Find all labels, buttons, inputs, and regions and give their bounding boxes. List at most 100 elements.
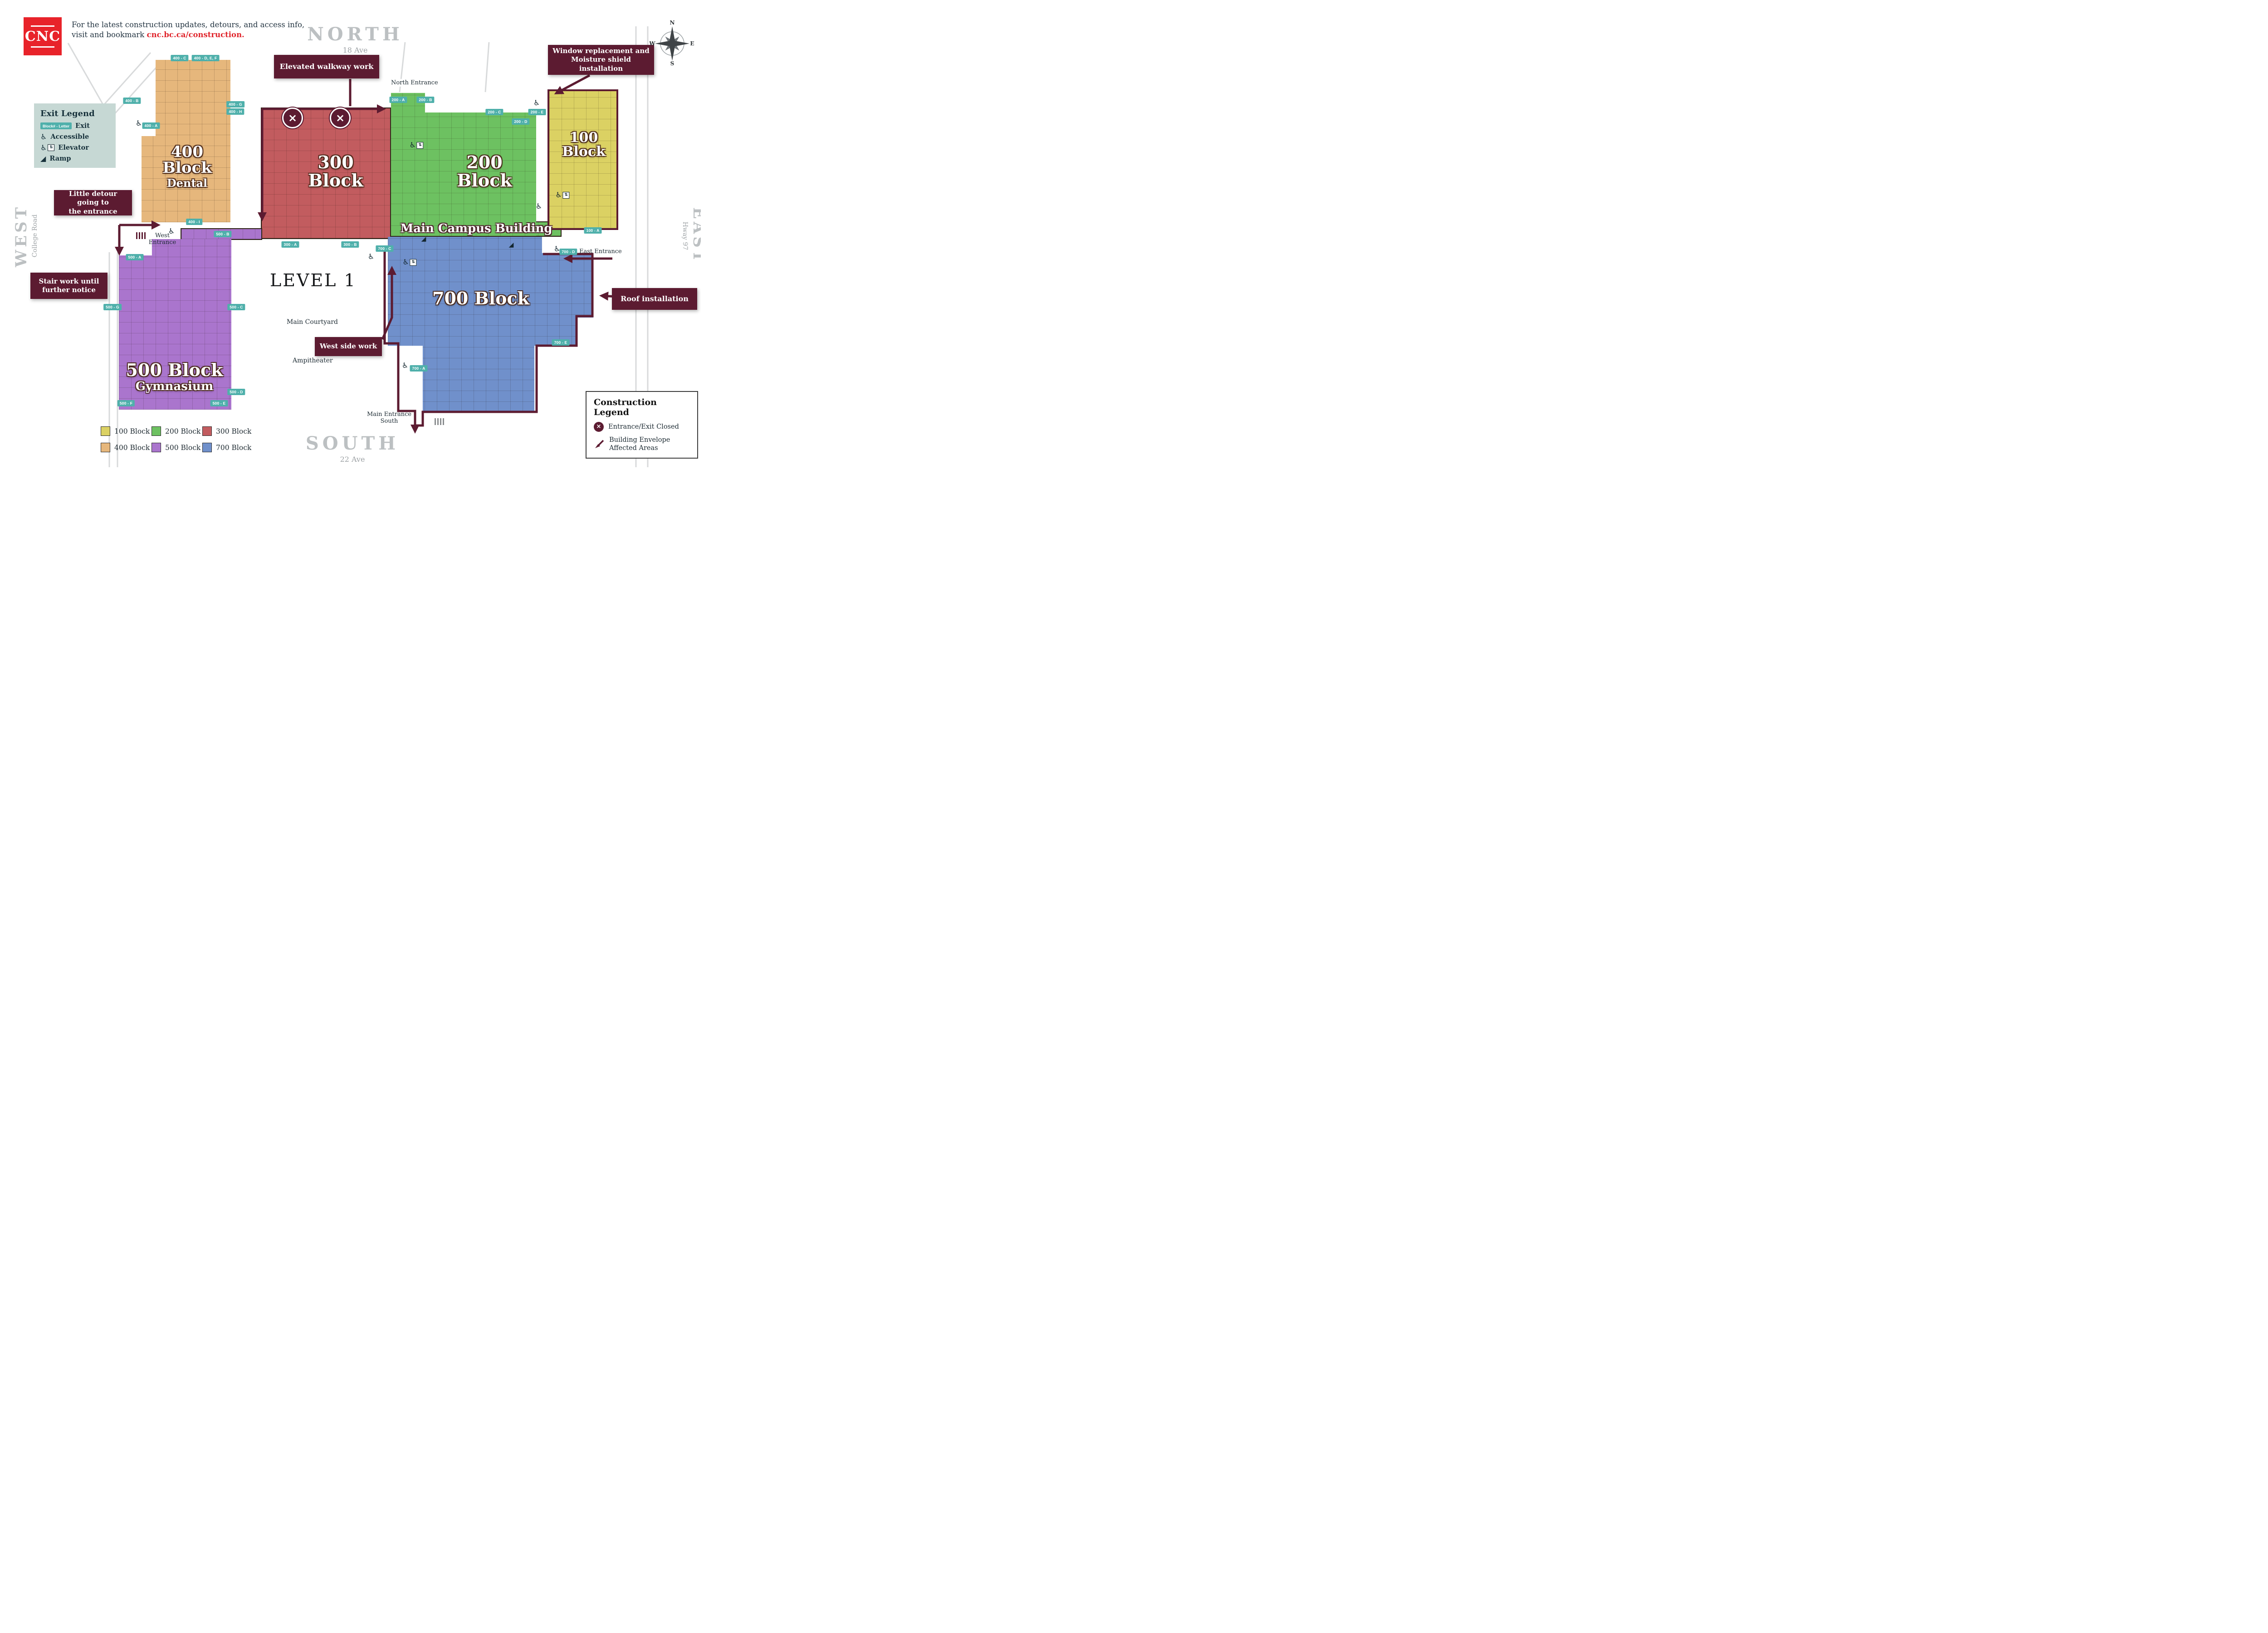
ramp-icon: ◢ — [508, 241, 514, 249]
building-400-block — [142, 59, 230, 222]
svg-text:N: N — [670, 20, 675, 26]
notice-line2: visit and bookmark — [72, 30, 145, 39]
exit-badge-700-c: 700 - C — [376, 245, 394, 252]
ramp-icon: ◢ — [421, 235, 426, 243]
exit-badge-700-a: 700 - A — [410, 365, 428, 372]
exit-badge-200-d: 200 - D — [512, 118, 530, 125]
svg-text:W: W — [650, 40, 655, 47]
logo-text: CNC — [24, 28, 61, 44]
elevator-icon: ♿⇅ — [555, 191, 570, 199]
building-300-block — [261, 108, 391, 239]
legend-item-200: 200 Block — [152, 426, 202, 436]
building-500-block — [119, 239, 231, 410]
main-courtyard-label: Main Courtyard — [287, 318, 338, 326]
exit-badge-500-a: 500 - A — [126, 254, 144, 260]
accessible-icon: ♿ — [553, 244, 561, 253]
direction-north: NORTH 18 Ave — [307, 24, 403, 54]
exit-legend-row-ramp: ◢ Ramp — [40, 154, 71, 163]
exit-badge-400-i: 400 - I — [186, 219, 202, 225]
svg-text:S: S — [670, 60, 675, 65]
exit-badge-sample: Block# - Letter — [40, 122, 72, 129]
swatch-300 — [202, 426, 212, 436]
legend-item-500: 500 Block — [152, 443, 202, 452]
exit-badge-200-e: 200 - E — [528, 109, 546, 115]
exit-badge-700-e: 700 - E — [552, 339, 570, 346]
construction-notice: For the latest construction updates, det… — [72, 20, 304, 40]
block-legend-row-2: 400 Block 500 Block 700 Block — [101, 443, 253, 452]
swatch-200 — [152, 426, 161, 436]
stairs-icon — [136, 232, 147, 239]
elevator-icon: ♿⇅ — [409, 142, 424, 149]
accessible-icon: ♿ — [367, 252, 375, 261]
label-200-block: 200 Block — [457, 152, 512, 191]
exit-badge-400-def: 400 - D, E, F — [191, 55, 220, 61]
swatch-500 — [152, 443, 161, 452]
accessible-icon: ♿ — [168, 227, 175, 235]
entrance-closed-icon: × — [594, 422, 604, 432]
construction-legend-row-envelope: Building Envelope Affected Areas — [594, 436, 690, 452]
legend-item-100: 100 Block — [101, 426, 152, 436]
elevator-icon: ♿⇅ — [40, 144, 55, 152]
label-300-block: 300 Block — [308, 152, 363, 191]
elevator-icon: ♿⇅ — [402, 259, 417, 266]
logo-bar — [31, 46, 54, 48]
exit-badge-400-h: 400 - H — [226, 108, 244, 115]
exit-badge-100-a: 100 - A — [584, 227, 602, 234]
ramp-icon: ◢ — [40, 154, 46, 163]
exit-badge-500-g: 500 - G — [103, 304, 122, 310]
exit-badge-200-b: 200 - B — [416, 97, 435, 103]
swatch-400 — [101, 443, 110, 452]
callout-roof-installation: Roof installation — [612, 288, 697, 310]
swatch-700 — [202, 443, 212, 452]
level-label: LEVEL 1 — [270, 270, 357, 290]
cnc-logo: CNC — [24, 17, 62, 55]
compass-rose: N E S W — [650, 20, 694, 65]
exit-badge-500-d: 500 - D — [227, 389, 245, 395]
accessible-icon: ♿ — [135, 119, 142, 127]
swatch-100 — [101, 426, 110, 436]
label-500-block: 500 Block Gymnasium — [126, 360, 223, 393]
north-entrance-label: North Entrance — [389, 79, 440, 87]
label-400-block: 400 Block Dental — [162, 143, 212, 190]
exit-badge-200-a: 200 - A — [389, 97, 407, 103]
building-200-block — [391, 93, 536, 236]
exit-legend-row-exit: Block# - Letter Exit — [40, 122, 109, 130]
campus-construction-map: 400 Block Dental 300 Block 200 Block 100… — [0, 0, 701, 467]
direction-south: SOUTH 22 Ave — [305, 433, 400, 464]
exit-badge-400-b: 400 - B — [123, 98, 141, 104]
accessible-icon: ♿ — [535, 202, 543, 210]
stairs-icon — [435, 418, 445, 425]
block-legend-row-1: 100 Block 200 Block 300 Block — [101, 426, 253, 436]
exit-badge-500-f: 500 - F — [117, 400, 135, 406]
svg-text:E: E — [690, 40, 694, 47]
east-entrance-label: East Entrance — [579, 248, 622, 255]
label-100-block: 100 Block — [562, 130, 606, 160]
exit-legend-row-accessible: ♿ Accessible — [40, 132, 89, 141]
accessible-icon: ♿ — [533, 98, 540, 107]
direction-east: EAST Hway 97 — [681, 207, 701, 265]
envelope-arrow-icon — [595, 440, 604, 449]
callout-west-side-work: West side work — [315, 337, 382, 356]
ampitheater-label: Ampitheater — [293, 357, 333, 364]
exit-legend: Exit Legend Block# - Letter Exit ♿ Acces… — [34, 103, 116, 168]
exit-badge-500-c: 500 - C — [227, 304, 245, 310]
logo-bar — [31, 25, 54, 27]
exit-badge-500-e: 500 - E — [210, 400, 228, 406]
callout-elevated-walkway: Elevated walkway work — [274, 55, 379, 78]
construction-url-link[interactable]: cnc.bc.ca/construction. — [147, 30, 244, 39]
exit-badge-700-d: 700 - D — [559, 249, 577, 255]
exit-badge-300-b: 300 - B — [341, 241, 359, 248]
label-700-block: 700 Block — [432, 288, 529, 308]
exit-legend-row-elevator: ♿⇅ Elevator — [40, 143, 89, 152]
building-100-block — [547, 89, 618, 230]
entrance-closed-icon: × — [330, 108, 351, 128]
exit-badge-400-g: 400 - G — [226, 101, 244, 108]
notice-line1: For the latest construction updates, det… — [72, 20, 305, 29]
accessible-icon: ♿ — [401, 361, 409, 370]
construction-legend: Construction Legend × Entrance/Exit Clos… — [586, 391, 698, 459]
legend-item-400: 400 Block — [101, 443, 152, 452]
construction-legend-row-closed: × Entrance/Exit Closed — [594, 422, 690, 432]
